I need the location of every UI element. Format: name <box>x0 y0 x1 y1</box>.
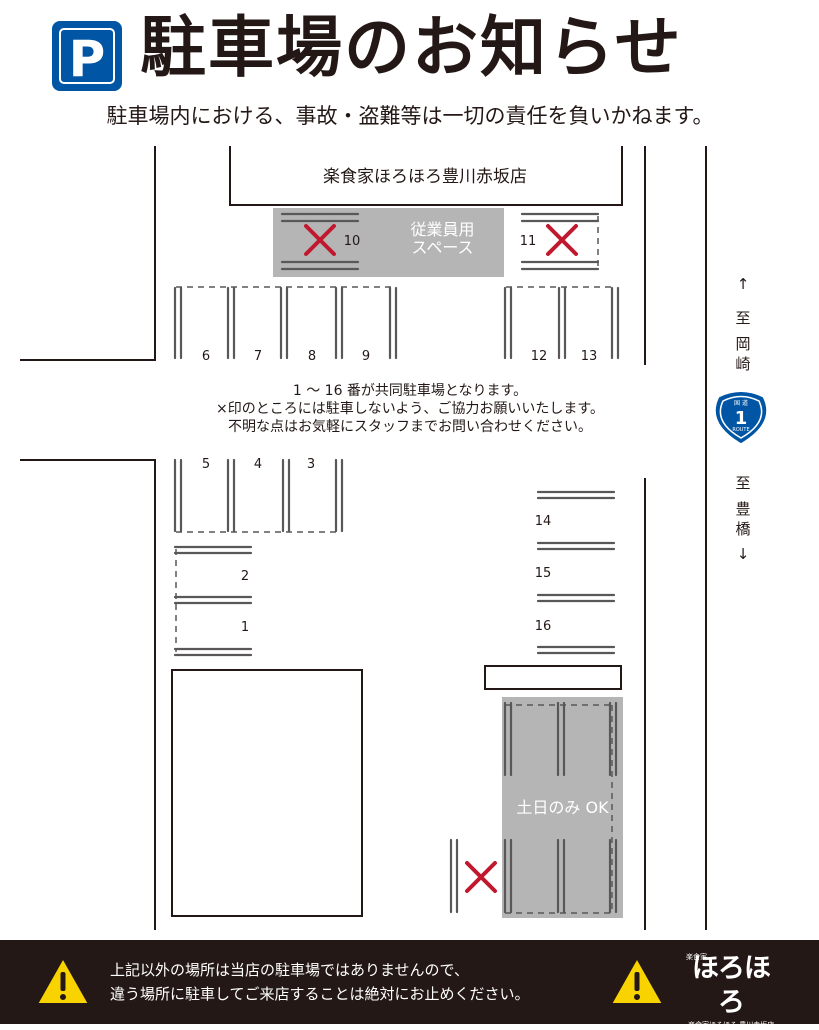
stall-line <box>226 286 236 360</box>
space-number: 7 <box>254 349 262 364</box>
stall-line <box>610 286 620 360</box>
no-parking-mark <box>304 224 336 256</box>
space-number: 2 <box>241 569 249 584</box>
logo-mark: ほろほろ <box>692 953 771 1018</box>
dest-north-char: 岡 <box>735 335 751 353</box>
stall-line <box>557 286 567 360</box>
notice-line: ×印のところには駐車しないよう、ご協力お願いいたします。 <box>215 401 605 417</box>
store-building <box>229 146 623 206</box>
space-number: 3 <box>307 457 315 472</box>
road-edge <box>20 459 156 930</box>
notice-text: 1 〜 16 番が共同駐車場となります。 ×印のところには駐車しないよう、ご協力… <box>130 382 690 436</box>
space-number: 12 <box>531 349 548 364</box>
stall-line <box>536 645 616 655</box>
stall-line <box>226 458 236 533</box>
stall-line <box>608 701 618 777</box>
warning-icon <box>610 957 664 1005</box>
stall-line <box>503 701 513 777</box>
space-number: 16 <box>535 619 552 634</box>
dest-south-char: 豊 <box>735 500 751 518</box>
stall-line <box>279 286 289 360</box>
space-number: 13 <box>581 349 598 364</box>
space-number: 8 <box>308 349 316 364</box>
dest-north-char: 至 <box>735 309 751 327</box>
no-parking-mark <box>465 861 497 893</box>
stall-line <box>449 838 459 914</box>
space-number: 4 <box>254 457 262 472</box>
no-parking-mark <box>546 224 578 256</box>
dest-north-arrow: ↑ <box>736 275 750 293</box>
store-name: 楽食家ほろほろ豊川赤坂店 <box>323 167 527 187</box>
dest-south-arrow: ↓ <box>736 545 750 563</box>
logo-subtext: 楽食家ほろほろ 豊川赤坂店 <box>688 1021 775 1029</box>
stall-line <box>520 212 600 223</box>
footer-line: 上記以外の場所は当店の駐車場ではありませんので、 <box>110 961 469 979</box>
stall-line <box>173 545 253 555</box>
stall-line <box>556 838 566 914</box>
route-sign-number: 1 <box>735 408 748 429</box>
stall-line <box>536 490 616 500</box>
stall-line <box>281 458 291 533</box>
parking-sign-icon: P <box>52 21 122 91</box>
space-number: 6 <box>202 349 210 364</box>
dest-south-char: 至 <box>735 474 751 492</box>
logo-small-text: 楽食家 <box>686 953 707 961</box>
small-structure <box>484 665 622 690</box>
space-number: 11 <box>520 234 537 249</box>
space-number: 10 <box>344 234 361 249</box>
stall-line <box>556 701 566 777</box>
store-logo: 楽食家 ほろほろ 楽食家ほろほろ 豊川赤坂店 <box>686 952 775 1030</box>
dest-north-char: 崎 <box>735 355 751 373</box>
stall-line <box>334 458 344 533</box>
stall-line <box>536 541 616 551</box>
stall-line <box>280 212 360 223</box>
stall-line <box>520 260 600 271</box>
stall-line <box>173 647 253 657</box>
dest-south-char: 橋 <box>735 520 751 538</box>
stall-line <box>536 593 616 603</box>
stall-line <box>334 286 344 360</box>
weekend-area <box>502 697 623 918</box>
road-edge <box>20 146 156 361</box>
page-subtitle: 駐車場内における、事故・盗難等は一切の責任を負いかねます。 <box>106 104 714 128</box>
parking-sign-letter: P <box>59 28 115 88</box>
route-sign-top: 国 道 <box>734 399 748 407</box>
stall-line <box>173 595 253 605</box>
footer-warning-text: 上記以外の場所は当店の駐車場ではありませんので、 違う場所に駐車してご来店するこ… <box>110 958 610 1006</box>
space-number: 14 <box>535 514 552 529</box>
footer-line: 違う場所に駐車してご来店することは絶対にお止めください。 <box>110 985 530 1003</box>
weekend-only-label: 土日のみ OK <box>516 798 609 817</box>
stall-line <box>503 838 513 914</box>
stall-line <box>388 286 398 360</box>
stall-line <box>173 458 183 533</box>
staff-space-area <box>273 208 504 277</box>
route-sign-bottom: ROUTE <box>732 427 749 433</box>
warning-icon <box>36 957 90 1005</box>
stall-line <box>608 838 618 914</box>
building-left <box>171 669 363 917</box>
space-number: 15 <box>535 566 552 581</box>
page-title: 駐車場のお知らせ <box>140 9 683 86</box>
space-number: 5 <box>202 457 210 472</box>
space-number: 9 <box>362 349 370 364</box>
parking-map: 2 1 3 4 5 6 7 8 9 10 11 12 13 14 15 16 国… <box>20 146 767 930</box>
staff-space-label: 従業員用 スペース <box>410 220 475 257</box>
stall-line <box>280 260 360 271</box>
stall-line <box>503 286 513 360</box>
notice-line: 1 〜 16 番が共同駐車場となります。 <box>292 383 528 399</box>
route-1-sign-icon: 国 道 1 ROUTE <box>715 392 767 444</box>
footer-bar <box>0 940 819 1024</box>
stall-line <box>173 286 183 360</box>
notice-line: 不明な点はお気軽にスタッフまでお問い合わせください。 <box>228 419 592 435</box>
space-number: 1 <box>241 620 249 635</box>
